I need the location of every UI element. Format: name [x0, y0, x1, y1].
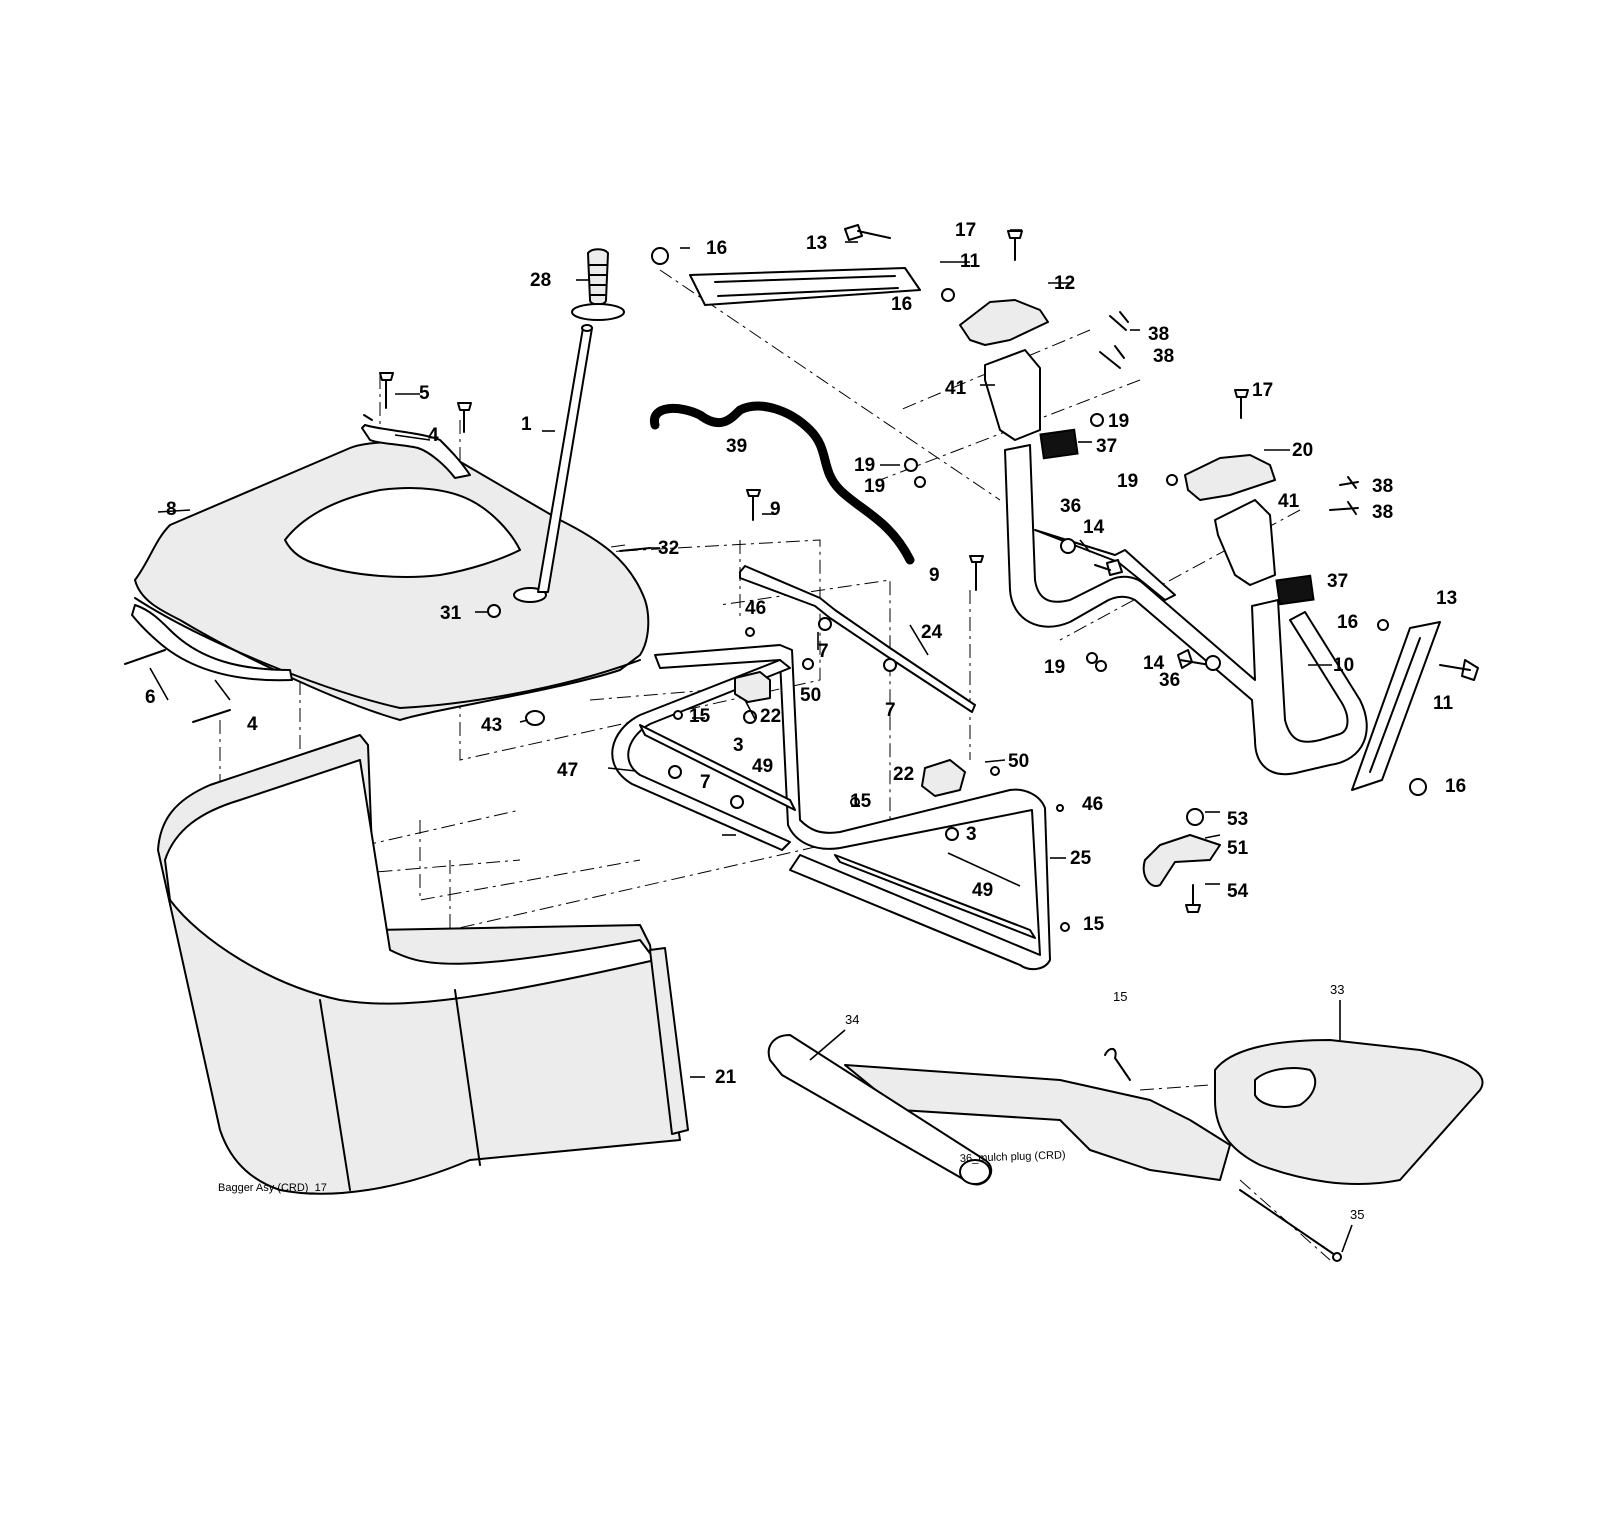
mounting-bar-top: [689, 267, 921, 306]
callout-31: 31: [440, 603, 462, 624]
latch-cover-top: [959, 299, 1049, 346]
callout-36b: 36: [1159, 670, 1180, 691]
callout-37a: 37: [1096, 436, 1117, 457]
callout-17a: 17: [955, 220, 976, 241]
callout-46a: 46: [745, 598, 766, 619]
latch-cover-lower: [1184, 454, 1276, 501]
grass-bag: [157, 734, 689, 1195]
callout-17b: 17: [1252, 380, 1273, 401]
lid-handle-top: [361, 414, 471, 479]
hardware-items: [124, 224, 1479, 932]
handle-grip: [571, 248, 625, 321]
callout-11b: 11: [1433, 693, 1454, 714]
handle-tube: [537, 324, 593, 593]
callout-46b: 46: [1082, 794, 1103, 815]
callout-32: 32: [658, 538, 679, 559]
callout-25: 25: [1070, 848, 1092, 869]
callout-14a: 14: [1083, 517, 1105, 538]
frame-bracket-b: [921, 759, 966, 797]
callout-15a: 15: [689, 706, 711, 727]
bag-frame: [611, 644, 1051, 971]
rubber-bumper-lower: [1275, 574, 1315, 606]
callout-19d: 19: [1117, 471, 1138, 492]
callout-24: 24: [921, 622, 943, 643]
callout-7b: 7: [885, 700, 896, 721]
callout-50a: 50: [800, 685, 821, 706]
callout-3a: 3: [733, 735, 744, 756]
callout-15b: 15: [850, 791, 872, 812]
callout-37b: 37: [1327, 571, 1348, 592]
leader-lines: [149, 229, 1353, 1253]
mulch-plug: [767, 1034, 1484, 1262]
callouts: 1 3 3 4 4 5 6 7 7 7 8 9 9 10 11 11 12 13…: [145, 220, 1466, 1222]
frame-bracket-a: [734, 671, 771, 703]
callout-38d: 38: [1372, 502, 1393, 523]
callout-13a: 13: [806, 233, 827, 254]
callout-41b: 41: [1278, 491, 1300, 512]
rubber-bumper-upper: [1039, 428, 1079, 460]
callout-7c: 7: [700, 772, 711, 793]
callout-15c: 15: [1083, 914, 1105, 935]
latch-bracket-upper: [984, 349, 1041, 441]
callout-49b: 49: [972, 880, 993, 901]
callout-8: 8: [166, 499, 177, 520]
callout-54: 54: [1227, 881, 1249, 902]
callout-35: 35: [1350, 1207, 1364, 1222]
callout-38b: 38: [1153, 346, 1174, 367]
callout-1: 1: [521, 414, 532, 435]
mounting-bar-right: [1351, 621, 1441, 791]
lid-handle-front: [131, 604, 293, 682]
callout-22b: 22: [893, 764, 914, 785]
callout-43: 43: [481, 715, 502, 736]
main-frame: [1004, 444, 1368, 776]
callout-22a: 22: [760, 706, 781, 727]
latch-bracket-lower: [1214, 499, 1276, 586]
callout-21: 21: [715, 1067, 737, 1088]
callout-5: 5: [419, 383, 430, 404]
callout-13b: 13: [1436, 588, 1457, 609]
callout-33: 33: [1330, 982, 1344, 997]
callout-39: 39: [726, 436, 747, 457]
retaining-clip: [1142, 834, 1221, 887]
axle-rod: [739, 565, 976, 713]
callout-16b: 16: [891, 294, 912, 315]
callout-53: 53: [1227, 809, 1248, 830]
callout-51: 51: [1227, 838, 1249, 859]
callout-9b: 9: [929, 565, 940, 586]
callout-38c: 38: [1372, 476, 1393, 497]
callout-49a: 49: [752, 756, 773, 777]
callout-16d: 16: [1445, 776, 1466, 797]
mulch-plug-caption: 36_mulch plug (CRD): [960, 1149, 1066, 1165]
callout-11a: 11: [960, 251, 981, 272]
callout-19a: 19: [1108, 411, 1129, 432]
bagger-lid: [134, 441, 650, 721]
callout-16a: 16: [706, 238, 727, 259]
callout-20: 20: [1292, 440, 1313, 461]
callout-36a: 36: [1060, 496, 1081, 517]
callout-6: 6: [145, 687, 156, 708]
callout-41a: 41: [945, 378, 967, 399]
diagram-caption: Bagger Asy (CRD)_17: [218, 1182, 327, 1194]
callout-19e: 19: [1044, 657, 1065, 678]
bent-rod: [650, 401, 915, 565]
callout-38a: 38: [1148, 324, 1169, 345]
callout-12: 12: [1054, 273, 1075, 294]
callout-28: 28: [530, 270, 551, 291]
callout-15d: 15: [1113, 989, 1127, 1004]
callout-19c: 19: [864, 476, 885, 497]
callout-47: 47: [557, 760, 578, 781]
callout-34: 34: [845, 1012, 859, 1027]
callout-50b: 50: [1008, 751, 1029, 772]
callout-4b: 4: [247, 714, 258, 735]
callout-14b: 14: [1143, 653, 1165, 674]
callout-3b: 3: [966, 824, 977, 845]
callout-10: 10: [1333, 655, 1354, 676]
callout-16c: 16: [1337, 612, 1358, 633]
callout-7a: 7: [818, 641, 829, 662]
callout-9a: 9: [770, 499, 781, 520]
callout-4a: 4: [428, 425, 439, 446]
callout-19b: 19: [854, 455, 875, 476]
